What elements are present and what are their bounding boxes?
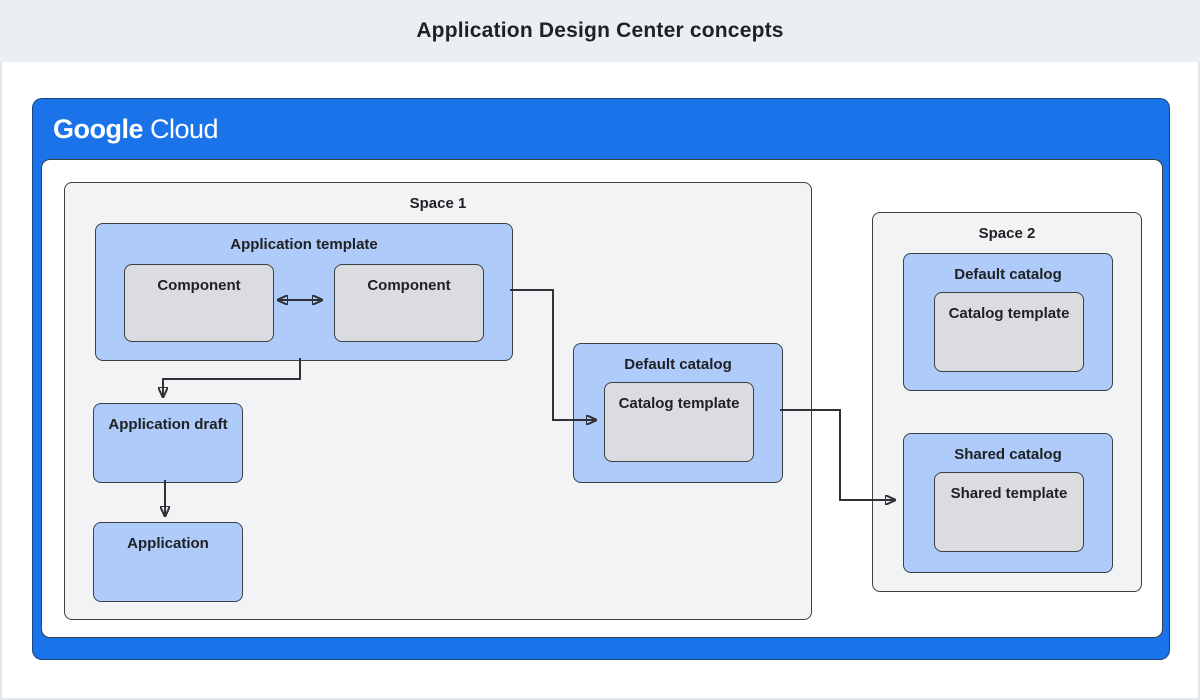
shared-template-box: Shared template (934, 472, 1084, 552)
shared-template-label: Shared template (950, 485, 1068, 502)
title-banner: Application Design Center concepts (0, 0, 1200, 62)
google-cloud-logo: Google Cloud (53, 112, 219, 146)
shared-catalog-box: Shared catalog Shared template (903, 433, 1113, 573)
page-title: Application Design Center concepts (416, 19, 784, 42)
space1-box: Space 1 Application template Component C… (64, 182, 812, 620)
application-draft-label: Application draft (108, 416, 228, 433)
project-panel: Space 1 Application template Component C… (41, 159, 1163, 638)
logo-cloud-text: Cloud (150, 113, 219, 144)
application-template-label: Application template (230, 236, 378, 253)
space1-label: Space 1 (409, 195, 467, 212)
component-left-label: Component (157, 277, 241, 294)
default-catalog-box-space2: Default catalog Catalog template (903, 253, 1113, 391)
component-right-label: Component (367, 277, 451, 294)
logo-google-text: Google (53, 113, 144, 144)
space2-label: Space 2 (978, 225, 1036, 242)
component-box-left: Component (124, 264, 274, 342)
shared-catalog-label: Shared catalog (954, 446, 1062, 463)
application-template-box: Application template Component Component (95, 223, 513, 361)
application-box: Application (93, 522, 243, 602)
default-catalog-box-space1: Default catalog Catalog template (573, 343, 783, 483)
catalog-template-box-space1: Catalog template (604, 382, 754, 462)
catalog-template-space2-label: Catalog template (948, 305, 1070, 322)
component-box-right: Component (334, 264, 484, 342)
catalog-template-box-space2: Catalog template (934, 292, 1084, 372)
catalog-template-space1-label: Catalog template (618, 395, 740, 412)
application-draft-box: Application draft (93, 403, 243, 483)
default-catalog-space1-label: Default catalog (624, 356, 732, 373)
google-cloud-container: Google Cloud Space 1 Application templat… (32, 98, 1170, 660)
default-catalog-space2-label: Default catalog (954, 266, 1062, 283)
application-label: Application (127, 535, 209, 552)
space2-box: Space 2 Default catalog Catalog template… (872, 212, 1142, 592)
